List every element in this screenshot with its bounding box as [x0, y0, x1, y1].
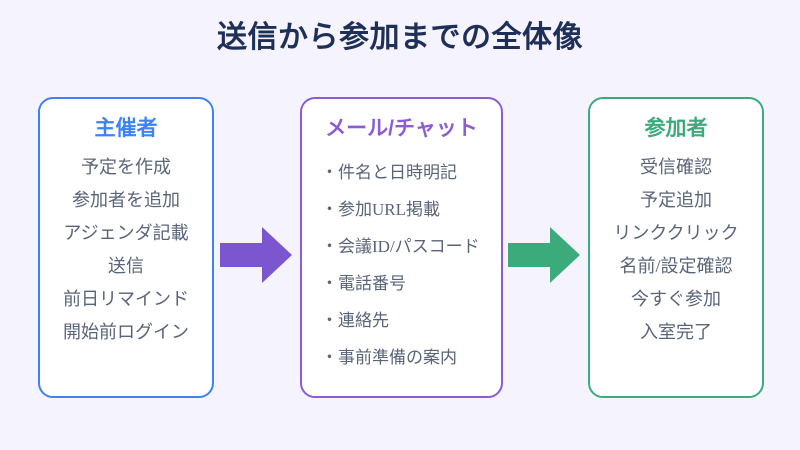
card-attendee: 参加者 受信確認 予定追加 リンククリック 名前/設定確認 今すぐ参加 入室完了: [588, 97, 764, 398]
list-item: ・事前準備の案内: [321, 348, 457, 367]
arrow-right-icon-mail-to-attendee: [508, 227, 580, 283]
card-mail-chat: メール/チャット ・件名と日時明記 ・参加URL掲載 ・会議ID/パスコード ・…: [300, 97, 503, 398]
list-item: 予定追加: [640, 190, 712, 210]
card-host-heading: 主催者: [94, 117, 158, 140]
list-item: リンククリック: [613, 223, 739, 243]
arrow-right-icon-host-to-mail: [220, 227, 292, 283]
list-item: ・参加URL掲載: [321, 200, 440, 219]
page-title: 送信から参加までの全体像: [217, 21, 583, 54]
list-item: 予定を作成: [81, 157, 171, 177]
list-item: 送信: [108, 256, 144, 276]
card-attendee-list: 受信確認 予定追加 リンククリック 名前/設定確認 今すぐ参加 入室完了: [590, 151, 762, 349]
list-item: 入室完了: [640, 322, 712, 342]
card-mail-chat-heading: メール/チャット: [325, 117, 478, 140]
list-item: ・件名と日時明記: [321, 163, 457, 182]
list-item: ・電話番号: [321, 274, 406, 293]
card-host-list: 予定を作成 参加者を追加 アジェンダ記載 送信 前日リマインド 開始前ログイン: [40, 151, 212, 349]
card-mail-chat-list: ・件名と日時明記 ・参加URL掲載 ・会議ID/パスコード ・電話番号 ・連絡先…: [302, 154, 501, 376]
list-item: 名前/設定確認: [619, 256, 733, 276]
list-item: アジェンダ記載: [63, 223, 189, 243]
list-item: 受信確認: [640, 157, 712, 177]
list-item: 今すぐ参加: [631, 289, 721, 309]
list-item: 参加者を追加: [72, 190, 180, 210]
list-item: 前日リマインド: [63, 289, 189, 309]
list-item: ・連絡先: [321, 311, 389, 330]
card-attendee-heading: 参加者: [644, 117, 708, 140]
list-item: ・会議ID/パスコード: [321, 237, 480, 256]
list-item: 開始前ログイン: [63, 322, 189, 342]
card-host: 主催者 予定を作成 参加者を追加 アジェンダ記載 送信 前日リマインド 開始前ロ…: [38, 97, 214, 398]
